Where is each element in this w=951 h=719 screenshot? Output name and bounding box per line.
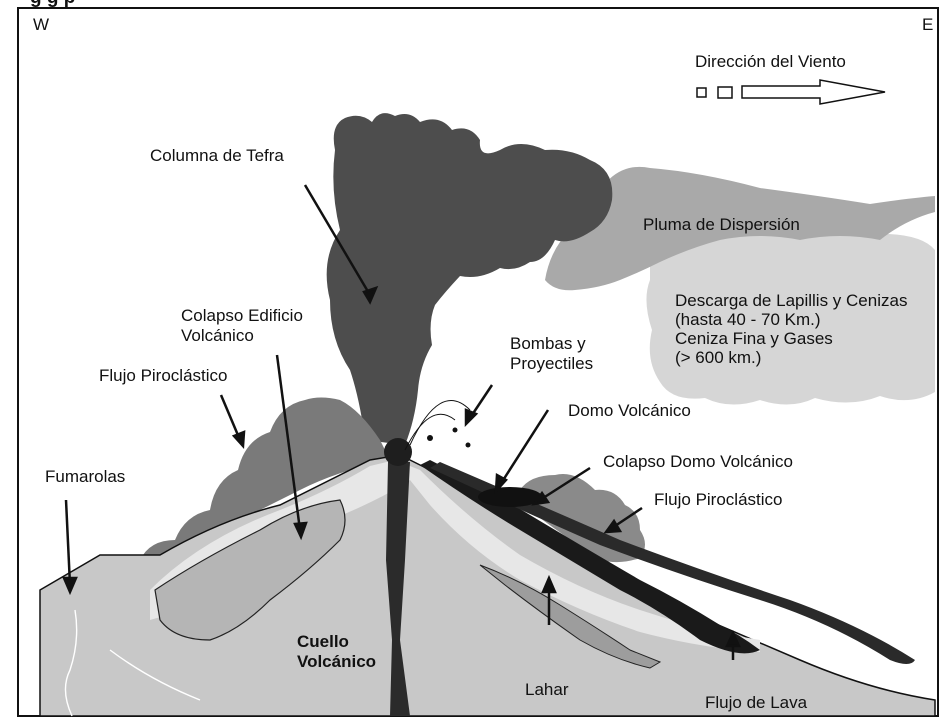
wind-box: [718, 87, 732, 98]
bomb: [466, 443, 471, 448]
dome-label: Domo Volcánico: [568, 401, 691, 421]
bomb: [453, 428, 458, 433]
bombs-label: Bombas y Proyectiles: [510, 334, 593, 374]
edifice-collapse-label: Colapso Edificio Volcánico: [181, 306, 303, 346]
dome-collapse-label: Colapso Domo Volcánico: [603, 452, 793, 472]
fumaroles-label: Fumarolas: [45, 467, 125, 487]
bomb: [427, 435, 433, 441]
wind-box: [697, 88, 706, 97]
east-label: E: [922, 15, 933, 35]
pyroclastic-flow-right-label: Flujo Piroclástico: [654, 490, 783, 510]
lahar-label: Lahar: [525, 680, 568, 700]
dispersion-plume-label: Pluma de Dispersión: [643, 215, 800, 235]
tephra-column-label: Columna de Tefra: [150, 146, 284, 166]
volcanic-neck-label: Cuello Volcánico: [297, 632, 376, 672]
volcanic-dome: [478, 487, 542, 507]
wind-direction-label: Dirección del Viento: [695, 52, 846, 72]
header-clipped-text: g g p: [30, 0, 75, 8]
west-label: W: [33, 15, 49, 35]
vent: [384, 438, 412, 466]
ash-discharge-label: Descarga de Lapillis y Cenizas (hasta 40…: [675, 291, 907, 367]
lava-flow-label: Flujo de Lava: [705, 693, 807, 713]
pyroclastic-flow-left-label: Flujo Piroclástico: [99, 366, 228, 386]
